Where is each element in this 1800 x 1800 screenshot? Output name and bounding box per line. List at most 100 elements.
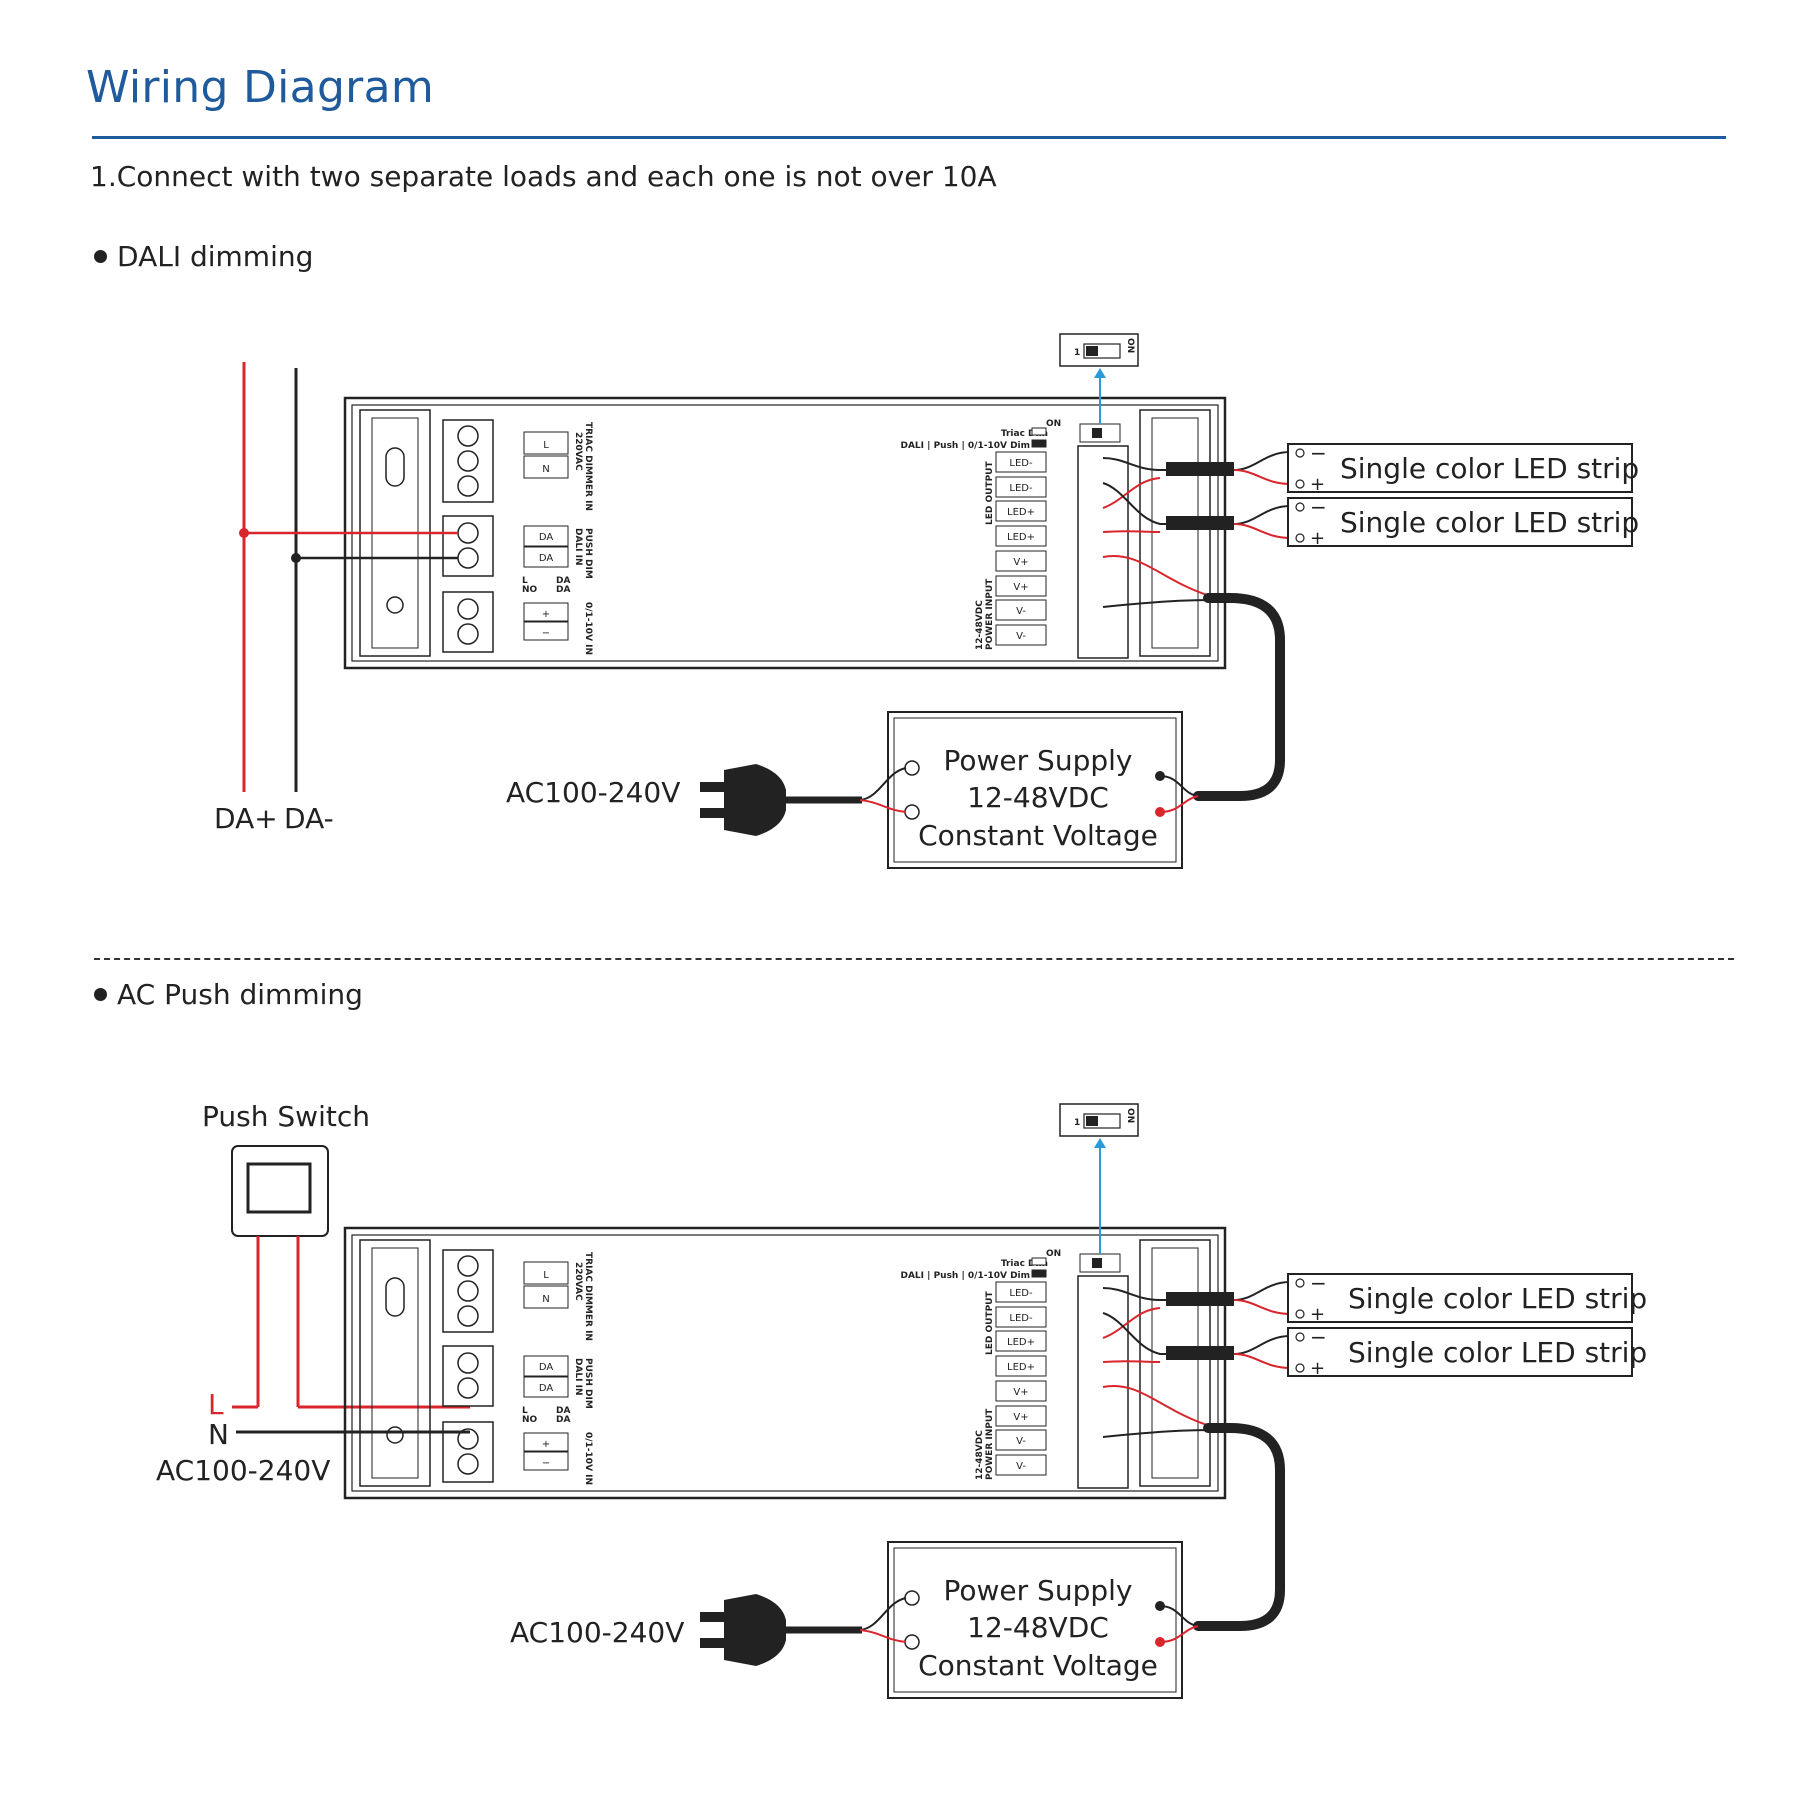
wire-red [1233,469,1291,485]
section-dali-label: DALI dimming [94,240,313,273]
led-strip-box [1287,1327,1633,1377]
wire-red [1102,477,1161,509]
terminal-block-output [1077,445,1129,659]
wire-black [1233,1281,1291,1301]
output-labels: LED- LED- LED+ LED+ V+ V+ V- V- [995,451,1047,646]
dc-cable [1193,1423,1285,1631]
terminal-label-v-4: V- [1016,1461,1026,1472]
wire-red [859,1629,907,1643]
label-box [995,476,1047,498]
terminal-icon [1295,1309,1305,1319]
wire-black [1102,1429,1211,1438]
label-box [995,1380,1047,1402]
group-label-triac: TRIAC DIMMER IN [583,1252,593,1341]
label-box [523,1451,569,1471]
label-box [995,1429,1047,1451]
plug-body-icon [724,1594,786,1666]
cable-sleeve-2 [1166,516,1234,530]
group-label-dali: DALI IN [573,528,583,566]
bullet-icon [94,987,107,1001]
terminal-label-l: L [543,1270,549,1281]
wire-red [1102,1307,1161,1339]
group-label-dali: DALI IN [573,1358,583,1396]
push-wiring-diagram: Push Switch L N AC100-240V L N DA DA [156,1100,1647,1699]
polarity-plus: + [1310,528,1325,549]
plug-pin-icon [700,782,726,792]
led-strip-box [1287,443,1633,493]
terminal-screw-icon [457,1305,479,1327]
terminal-icon [1295,1278,1305,1288]
terminal-label-minus: − [542,1458,550,1469]
section-push-label: AC Push dimming [94,978,363,1011]
terminal-label-led-2: LED- [1009,483,1033,494]
led-strip-box [1287,1273,1633,1323]
power-supply: Power Supply 12-48VDC Constant Voltage [887,711,1199,869]
page-title: Wiring Diagram [86,62,434,113]
label-box [523,455,569,479]
terminal-block-analog [442,1421,494,1483]
label-box [523,546,569,568]
ps-line-3: Constant Voltage [918,1649,1158,1682]
label-box [995,500,1047,522]
terminal-label-minus: − [542,628,550,639]
terminal-label-led-2: LED- [1009,1313,1033,1324]
group-label-triac: TRIAC DIMMER IN [583,422,593,511]
terminal-icon [1295,1332,1305,1342]
polarity-minus: − [1310,495,1327,519]
label-box [523,431,569,455]
group-label-led-output: LED OUTPUT [985,1291,995,1355]
wire-black [1233,505,1291,525]
wire-red [1233,1353,1291,1369]
terminal-block-output [1077,1275,1129,1489]
terminal-icon [1295,502,1305,512]
terminal-label-v-2: V+ [1013,1412,1028,1423]
dip-triac-label: Triac Dim [1001,1259,1048,1269]
dip-callout-1: 1 [1074,348,1080,358]
led-strip-1: − + Single color LED strip [1287,1271,1647,1325]
right-cap-inner [1151,1247,1199,1479]
ps-line-3: Constant Voltage [918,819,1158,852]
push-switch-button-icon [246,1162,312,1214]
wire-red [1102,1360,1161,1363]
terminal-screw-icon [457,623,479,645]
power-supply-box [887,711,1183,869]
label-box [523,602,569,622]
terminal-icon [1295,533,1305,543]
power-supply-box [887,1541,1183,1699]
push-legend-da2: DA [556,1415,570,1425]
arrow-up-icon [1094,1138,1106,1148]
dc-cable [1193,593,1285,801]
left-end-cap [359,1239,431,1487]
terminal-icon [1295,479,1305,489]
group-label-12-48vdc: 12-48VDC [975,600,985,650]
terminal-label-da1: DA [539,1362,554,1373]
label-box [995,1454,1047,1476]
led-strip-1: − + Single color LED strip [1287,441,1639,495]
polarity-minus: − [1310,1325,1327,1349]
title-rule [92,136,1726,139]
terminal-screw-icon [457,475,479,497]
led-strip-label: Single color LED strip [1348,1336,1647,1369]
label-box [995,1355,1047,1377]
plug-pin-icon [700,808,726,818]
arrow-up-icon [1094,368,1106,378]
ac-plug: AC100-240V [506,764,907,836]
group-label-led-output: LED OUTPUT [985,461,995,525]
mount-slot-icon [385,447,405,487]
terminal-label-plus: + [542,609,550,620]
wire-red [1233,1299,1291,1315]
label-box [995,525,1047,547]
terminal-block-ac [442,1249,494,1333]
dip-mode-label: DALI | Push | 0/1-10V Dim [901,441,1031,451]
ac-terminal-icon [904,1634,920,1650]
terminal-screw-icon [457,1352,479,1374]
terminal-label-v-4: V- [1016,631,1026,642]
right-end-cap [1139,1239,1211,1487]
led-strip-box [1287,497,1633,547]
bus-label-da-minus: DA- [284,802,334,835]
group-label-push: PUSH DIM [583,528,593,579]
terminal-screw-icon [457,450,479,472]
mains-voltage-label: AC100-240V [156,1454,330,1487]
junction-dot-red [239,528,249,538]
terminal-screw-icon [457,1377,479,1399]
